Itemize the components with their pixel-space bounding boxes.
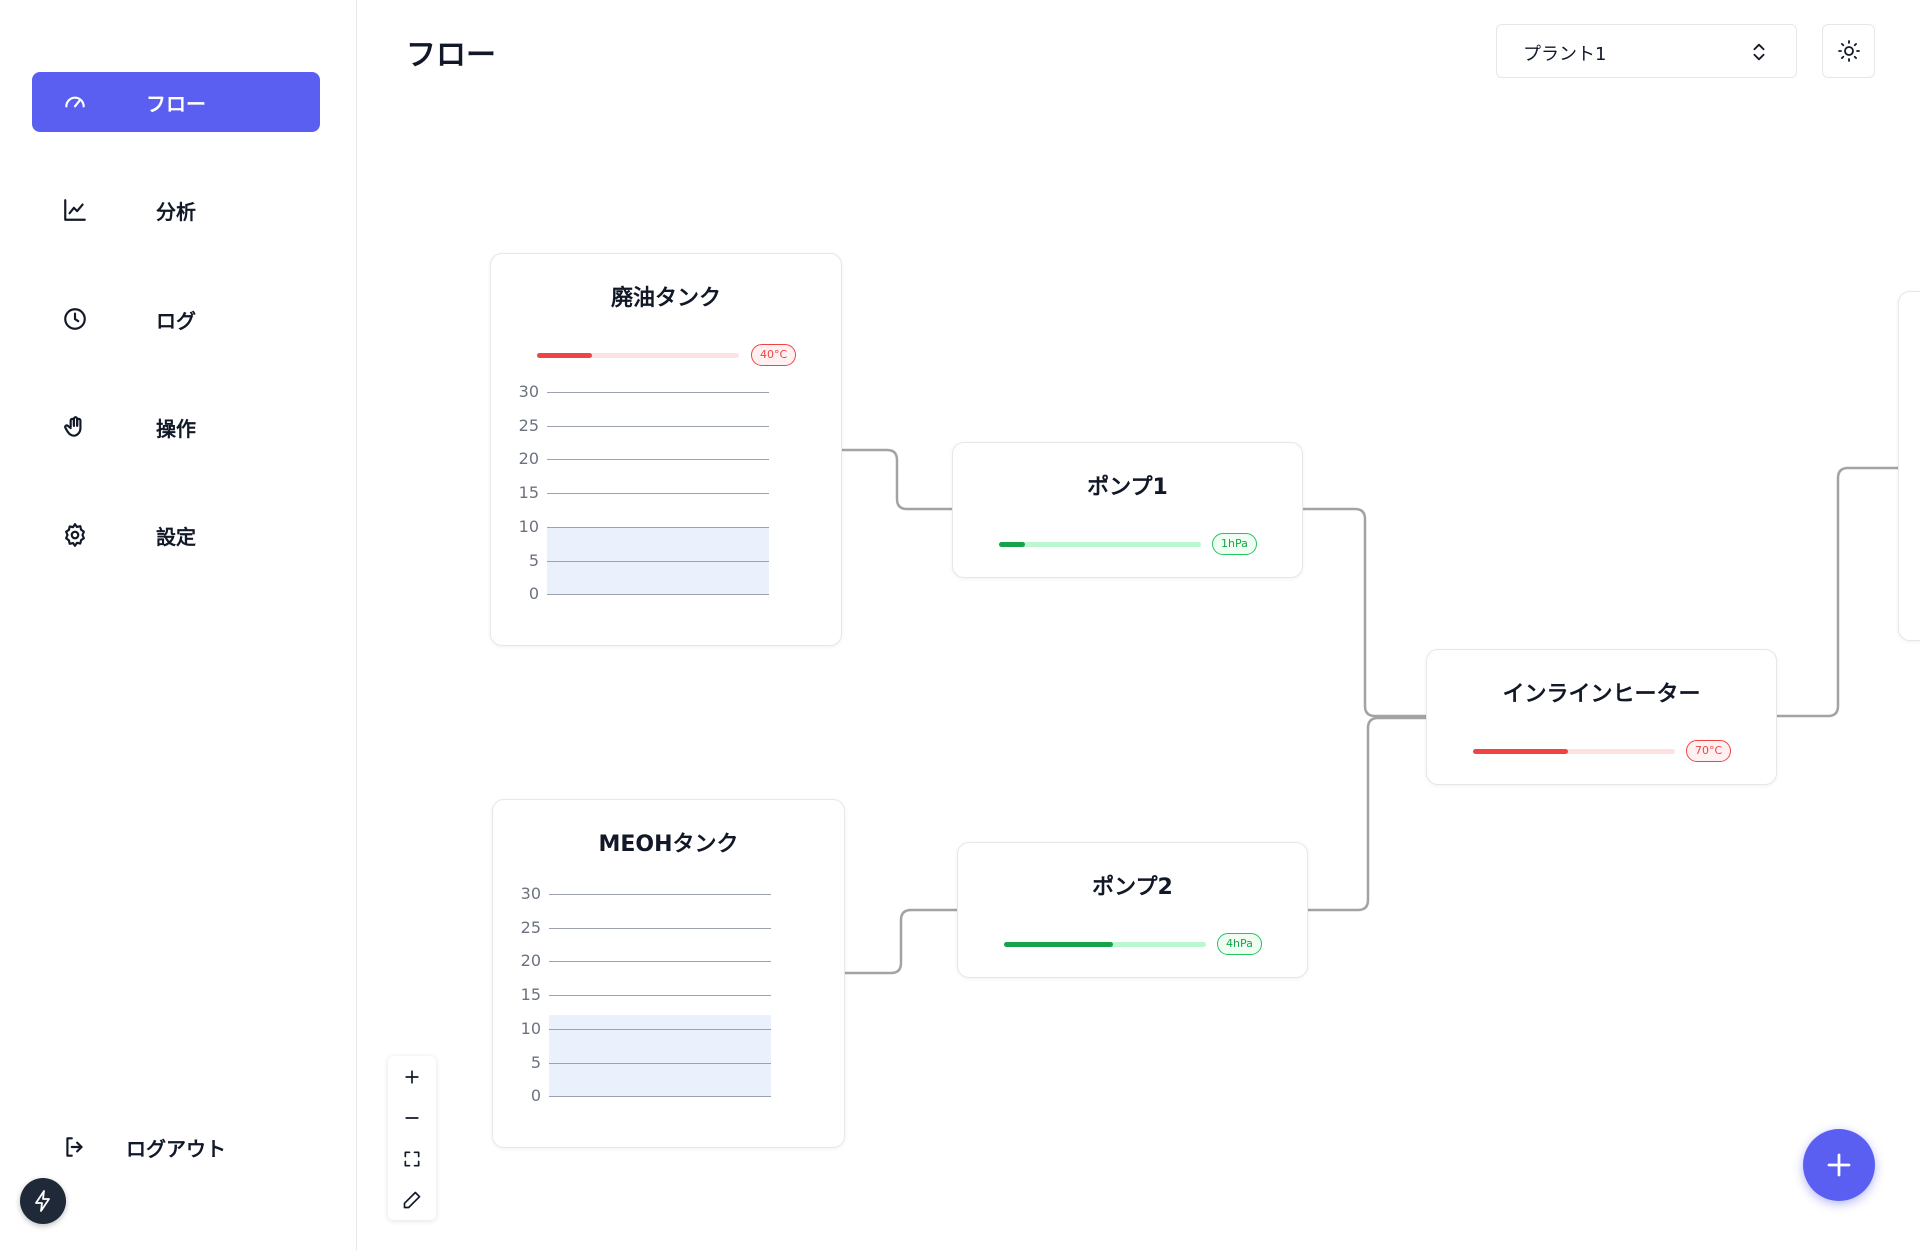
edge-heater-next	[1777, 466, 1900, 718]
pressure-bar	[1004, 942, 1206, 947]
y-tick-label: 0	[528, 584, 539, 604]
y-tick-label: 5	[528, 550, 539, 570]
sidebar-item-label: ログ	[156, 308, 196, 333]
edit-button[interactable]	[388, 1179, 436, 1220]
clock-icon	[64, 308, 86, 330]
grid-line	[547, 493, 769, 495]
pressure-badge: 4hPa	[1217, 933, 1262, 955]
y-tick-label: 30	[518, 382, 539, 401]
theme-toggle-button[interactable]	[1822, 24, 1875, 78]
sidebar-item-label: フロー	[146, 91, 206, 116]
bolt-icon	[35, 1190, 50, 1212]
y-tick-label: 25	[520, 917, 541, 937]
bolt-badge[interactable]	[20, 1178, 66, 1224]
grid-line	[549, 1096, 771, 1098]
y-tick-label: 30	[520, 884, 541, 903]
pressure-bar	[999, 542, 1201, 547]
y-tick-label: 15	[520, 985, 541, 1005]
pressure-badge: 1hPa	[1212, 533, 1257, 555]
hand-icon	[64, 416, 82, 437]
sidebar-item-label: 操作	[156, 416, 196, 441]
node-title: ポンプ1	[1087, 475, 1168, 500]
edge-meoh-pump2	[845, 908, 957, 975]
node-inline-heater[interactable]: インラインヒーター 70°C	[1426, 649, 1777, 785]
grid-line	[547, 560, 769, 562]
grid-line	[547, 425, 769, 427]
node-offscreen[interactable]	[1898, 291, 1920, 641]
node-title: インラインヒーター	[1502, 682, 1701, 707]
grid-line	[547, 392, 769, 393]
temp-bar	[537, 353, 739, 358]
logout-label: ログアウト	[126, 1136, 226, 1161]
minus-icon	[405, 1116, 419, 1119]
grid-line	[549, 1028, 771, 1030]
logout-button[interactable]: ログアウト	[32, 1117, 320, 1177]
y-tick-label: 10	[520, 1018, 541, 1038]
grid-line	[547, 459, 769, 461]
node-pump1[interactable]: ポンプ1 1hPa	[952, 442, 1303, 578]
sidebar-item-log[interactable]: ログ	[32, 289, 320, 349]
sidebar-item-analysis[interactable]: 分析	[32, 180, 320, 240]
y-tick-label: 20	[520, 951, 541, 971]
level-chart: 30 25 20 15 10 5 0	[509, 382, 799, 612]
grid-line	[549, 927, 771, 929]
fullscreen-icon	[404, 1151, 420, 1166]
sidebar-item-operation[interactable]: 操作	[32, 397, 320, 457]
zoom-in-button[interactable]	[388, 1056, 436, 1097]
sidebar-item-label: 設定	[156, 524, 196, 549]
pencil-icon	[403, 1191, 421, 1208]
sidebar-item-settings[interactable]: 設定	[32, 505, 320, 565]
edge-tank-pump1	[842, 448, 952, 511]
y-tick-label: 25	[518, 415, 539, 435]
edge-pump1-heater	[1303, 507, 1426, 718]
node-waste-oil-tank[interactable]: 廃油タンク 40°C 30 25 20 15 10 5 0	[490, 253, 842, 646]
add-node-button[interactable]	[1803, 1129, 1875, 1201]
chevron-up-down-icon	[1753, 43, 1765, 61]
sidebar-item-flow[interactable]: フロー	[32, 72, 320, 132]
temp-badge: 40°C	[751, 344, 797, 366]
y-tick-label: 0	[530, 1086, 541, 1106]
plant-select[interactable]: プラント1	[1496, 24, 1797, 78]
edge-pump2-heater	[1308, 716, 1426, 912]
temp-bar	[1473, 749, 1675, 754]
y-tick-label: 15	[518, 483, 539, 503]
zoom-controls	[388, 1056, 436, 1220]
node-pump2[interactable]: ポンプ2 4hPa	[957, 842, 1308, 978]
grid-line	[547, 594, 769, 596]
y-tick-label: 20	[518, 449, 539, 469]
y-tick-label: 10	[518, 516, 539, 536]
grid-line	[549, 995, 771, 997]
fit-view-button[interactable]	[388, 1138, 436, 1179]
sidebar: フロー 分析 ログ 操作 設定 ログアウト	[0, 0, 357, 1250]
sun-icon	[1837, 40, 1860, 62]
node-meoh-tank[interactable]: MEOHタンク 30 25 20 15 10 5 0	[492, 799, 845, 1148]
zoom-out-button[interactable]	[388, 1097, 436, 1138]
level-fill-area	[547, 526, 769, 595]
grid-line	[549, 1062, 771, 1064]
node-title: 廃油タンク	[610, 286, 721, 311]
grid-line	[549, 894, 771, 895]
grid-line	[549, 961, 771, 963]
gauge-icon	[65, 96, 85, 108]
plus-icon	[405, 1069, 419, 1084]
gear-icon	[65, 523, 85, 547]
page-title: フロー	[406, 38, 496, 73]
y-tick-label: 5	[530, 1052, 541, 1072]
level-chart: 30 25 20 15 10 5 0	[511, 884, 801, 1114]
node-title: ポンプ2	[1092, 875, 1173, 900]
temp-badge: 70°C	[1686, 740, 1732, 762]
line-chart-icon	[64, 199, 86, 221]
plant-select-value: プラント1	[1523, 44, 1607, 65]
grid-line	[547, 526, 769, 528]
node-title: MEOHタンク	[598, 832, 739, 857]
level-fill-area	[549, 1015, 771, 1097]
logout-icon	[66, 1137, 83, 1157]
sidebar-item-label: 分析	[156, 199, 196, 224]
plus-icon	[1827, 1153, 1851, 1177]
